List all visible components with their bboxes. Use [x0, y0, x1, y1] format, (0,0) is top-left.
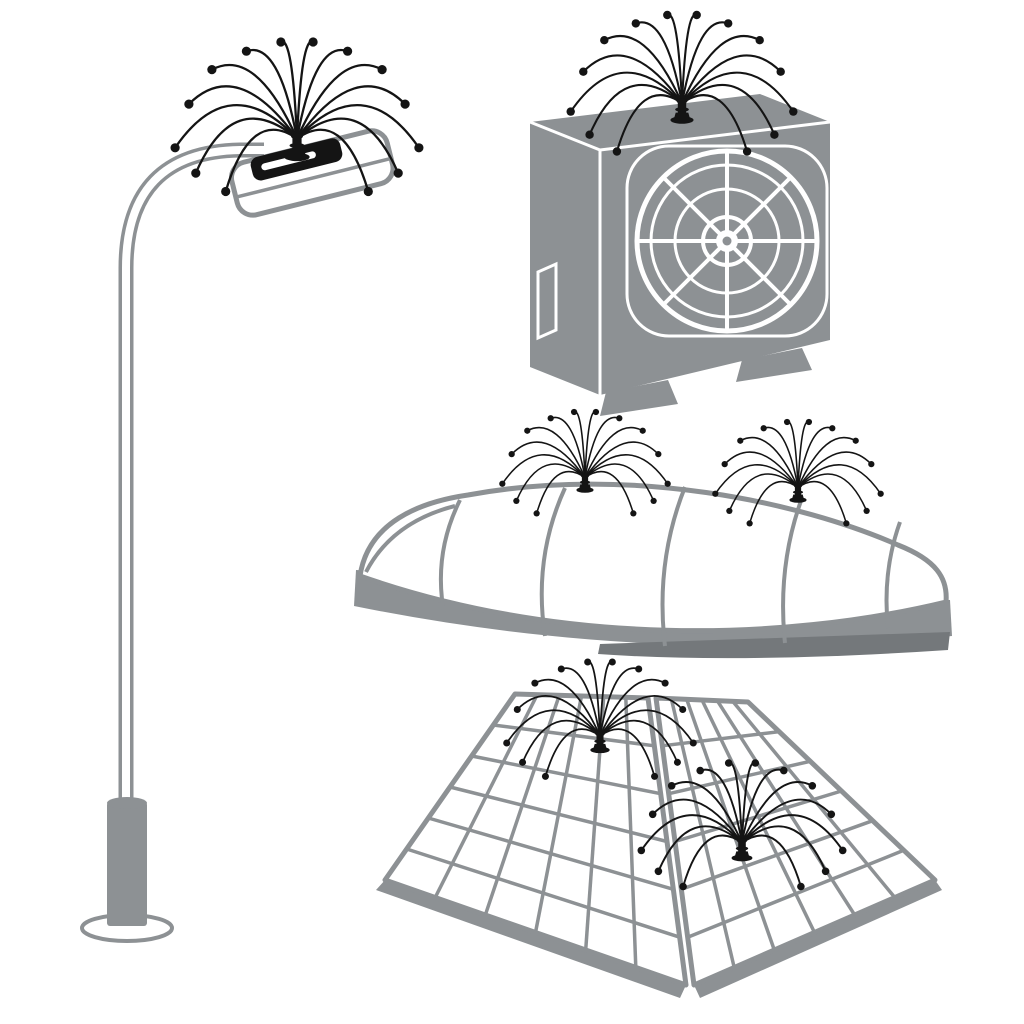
- scene-ac-unit: [529, 9, 831, 416]
- ac-fan: [625, 144, 829, 338]
- scene-skylight: [354, 408, 952, 659]
- ac-foot-right: [736, 348, 812, 382]
- solar-left-edge: [376, 880, 686, 998]
- solar-panel-right-grid: [662, 698, 905, 968]
- lamp-pole-sleeve: [107, 797, 147, 926]
- scene-solar-panels: [376, 657, 942, 998]
- ac-face-seams: [529, 120, 831, 395]
- solar-panel-left-grid: [406, 693, 681, 968]
- solar-right-edge: [694, 880, 942, 998]
- skylight-vault: [357, 481, 949, 634]
- ac-side-vent: [536, 261, 558, 341]
- ac-foot-left: [600, 380, 678, 416]
- skylight-curb-shadow: [598, 632, 950, 659]
- skylight-ribs: [364, 486, 902, 647]
- lamp-pole-core: [122, 146, 264, 922]
- scene-street-lamp: [80, 36, 425, 943]
